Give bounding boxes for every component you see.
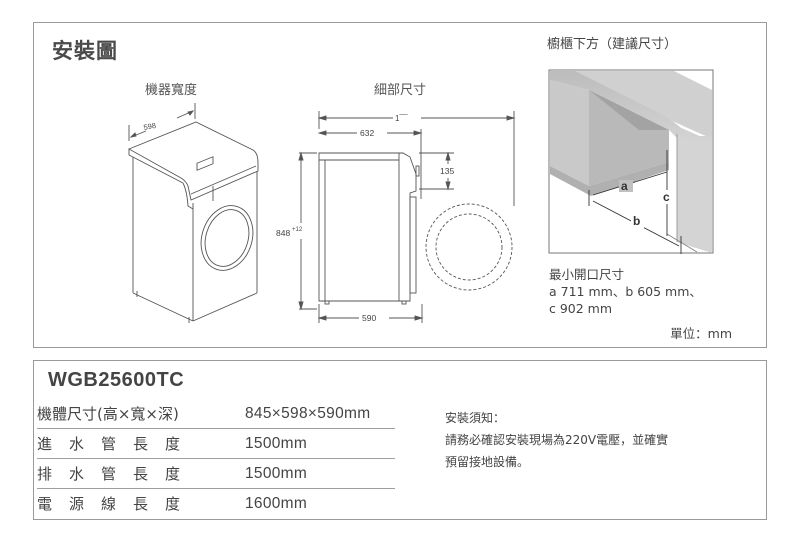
installation-notes: 安裝須知： 請務必確認安裝現場為220V電壓，並確實 預留接地設備。 bbox=[445, 407, 668, 473]
cabinet-opening-illustration: a c b bbox=[548, 69, 714, 254]
notes-line1: 請務必確認安裝現場為220V電壓，並確實 bbox=[445, 433, 669, 447]
unit-label: 單位：mm bbox=[670, 326, 732, 341]
height-848-dimension: 848 bbox=[276, 228, 290, 238]
installation-diagram-panel: 安裝圖 機器寬度 細部尺寸 櫥櫃下方（建議尺寸） bbox=[33, 22, 767, 348]
spec-row-inlet-hose: 進水管長度 1500mm bbox=[37, 429, 395, 459]
spec-value: 1600mm bbox=[245, 494, 308, 512]
spec-row-power-cord: 電源線長度 1600mm bbox=[37, 489, 395, 518]
cabinet-recommended-label: 櫥櫃下方（建議尺寸） bbox=[547, 37, 678, 52]
width-598-dimension: 598 bbox=[143, 121, 157, 132]
spec-table: 機體尺寸(高×寬×深) 845×598×590mm 進水管長度 1500mm 排… bbox=[37, 399, 395, 518]
washer-side-view-drawing: 1‾‾‾ 632 135 848 +12 590 bbox=[276, 111, 516, 323]
spec-label: 排水管長度 bbox=[37, 465, 198, 483]
model-number: WGB25600TC bbox=[48, 369, 185, 391]
minimum-opening-line2: c 902 mm bbox=[549, 301, 613, 316]
washer-isometric-drawing: 598 bbox=[127, 103, 259, 323]
minimum-opening-title: 最小開口尺寸 bbox=[549, 267, 625, 282]
spec-label: 機體尺寸(高×寬×深) bbox=[37, 405, 179, 423]
minimum-opening-block: 最小開口尺寸 a 711 mm、b 605 mm、 c 902 mm bbox=[549, 266, 702, 317]
installation-title: 安裝圖 bbox=[52, 39, 118, 63]
overall-depth-dimension: 1‾‾‾ bbox=[395, 114, 408, 123]
spec-row-drain-hose: 排水管長度 1500mm bbox=[37, 459, 395, 489]
marker-a: a bbox=[621, 179, 628, 193]
notes-title: 安裝須知： bbox=[445, 411, 506, 425]
spec-value: 1500mm bbox=[245, 464, 308, 482]
machine-width-label: 機器寬度 bbox=[145, 83, 198, 98]
panel-height-135-dimension: 135 bbox=[440, 166, 454, 176]
base-depth-590-dimension: 590 bbox=[362, 313, 376, 323]
height-tolerance: +12 bbox=[292, 227, 303, 233]
spec-label: 進水管長度 bbox=[37, 435, 198, 453]
spec-row-body-size: 機體尺寸(高×寬×深) 845×598×590mm bbox=[37, 399, 395, 429]
spec-value: 845×598×590mm bbox=[245, 404, 371, 422]
minimum-opening-line1: a 711 mm、b 605 mm、 bbox=[549, 284, 702, 299]
marker-c: c bbox=[663, 190, 670, 204]
notes-line2: 預留接地設備。 bbox=[445, 455, 530, 469]
marker-b: b bbox=[633, 214, 640, 228]
spec-label: 電源線長度 bbox=[37, 495, 198, 513]
spec-value: 1500mm bbox=[245, 434, 308, 452]
top-depth-632-dimension: 632 bbox=[360, 128, 374, 138]
specification-panel: WGB25600TC 機體尺寸(高×寬×深) 845×598×590mm 進水管… bbox=[33, 360, 767, 520]
detail-dimensions-label: 細部尺寸 bbox=[374, 83, 427, 98]
